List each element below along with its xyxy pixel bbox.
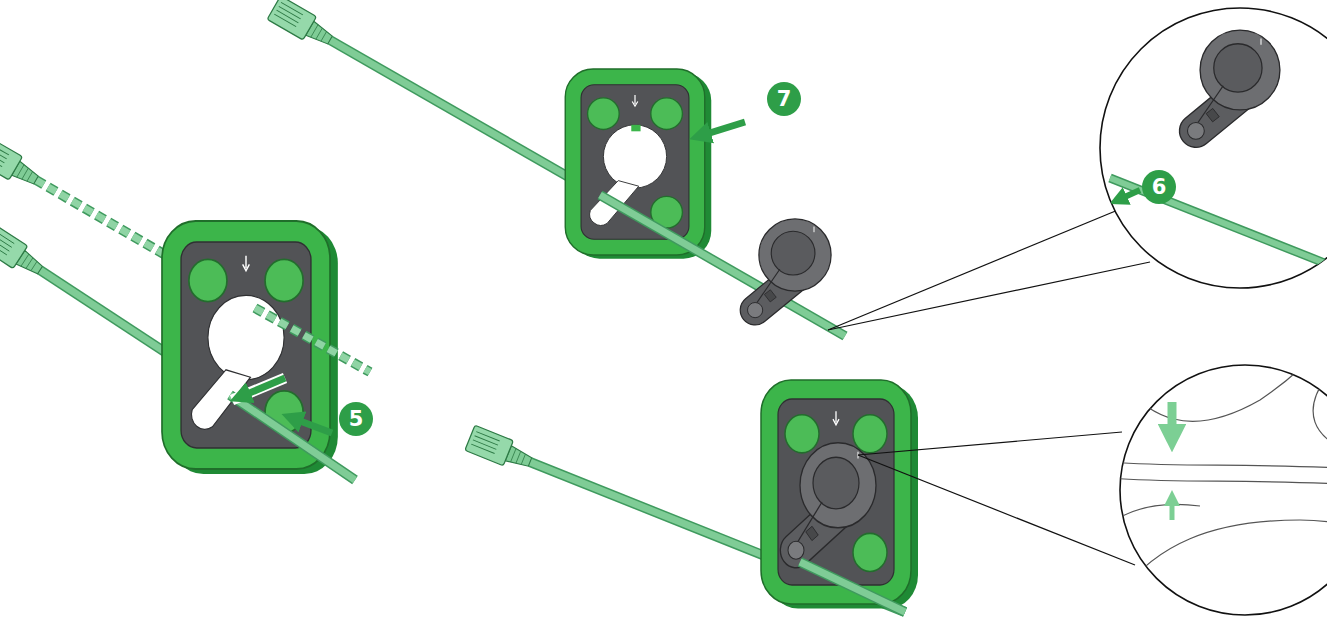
left-assembly bbox=[0, 136, 370, 480]
callout-number: 7 bbox=[767, 82, 801, 116]
bottom-assembly bbox=[465, 380, 1135, 612]
top-assembly bbox=[267, 0, 1150, 336]
callout-number: 5 bbox=[339, 402, 373, 436]
zoom-detail-top bbox=[1100, 8, 1327, 288]
zoom-detail-bottom bbox=[1110, 360, 1327, 615]
callout-number: 6 bbox=[1142, 170, 1176, 204]
